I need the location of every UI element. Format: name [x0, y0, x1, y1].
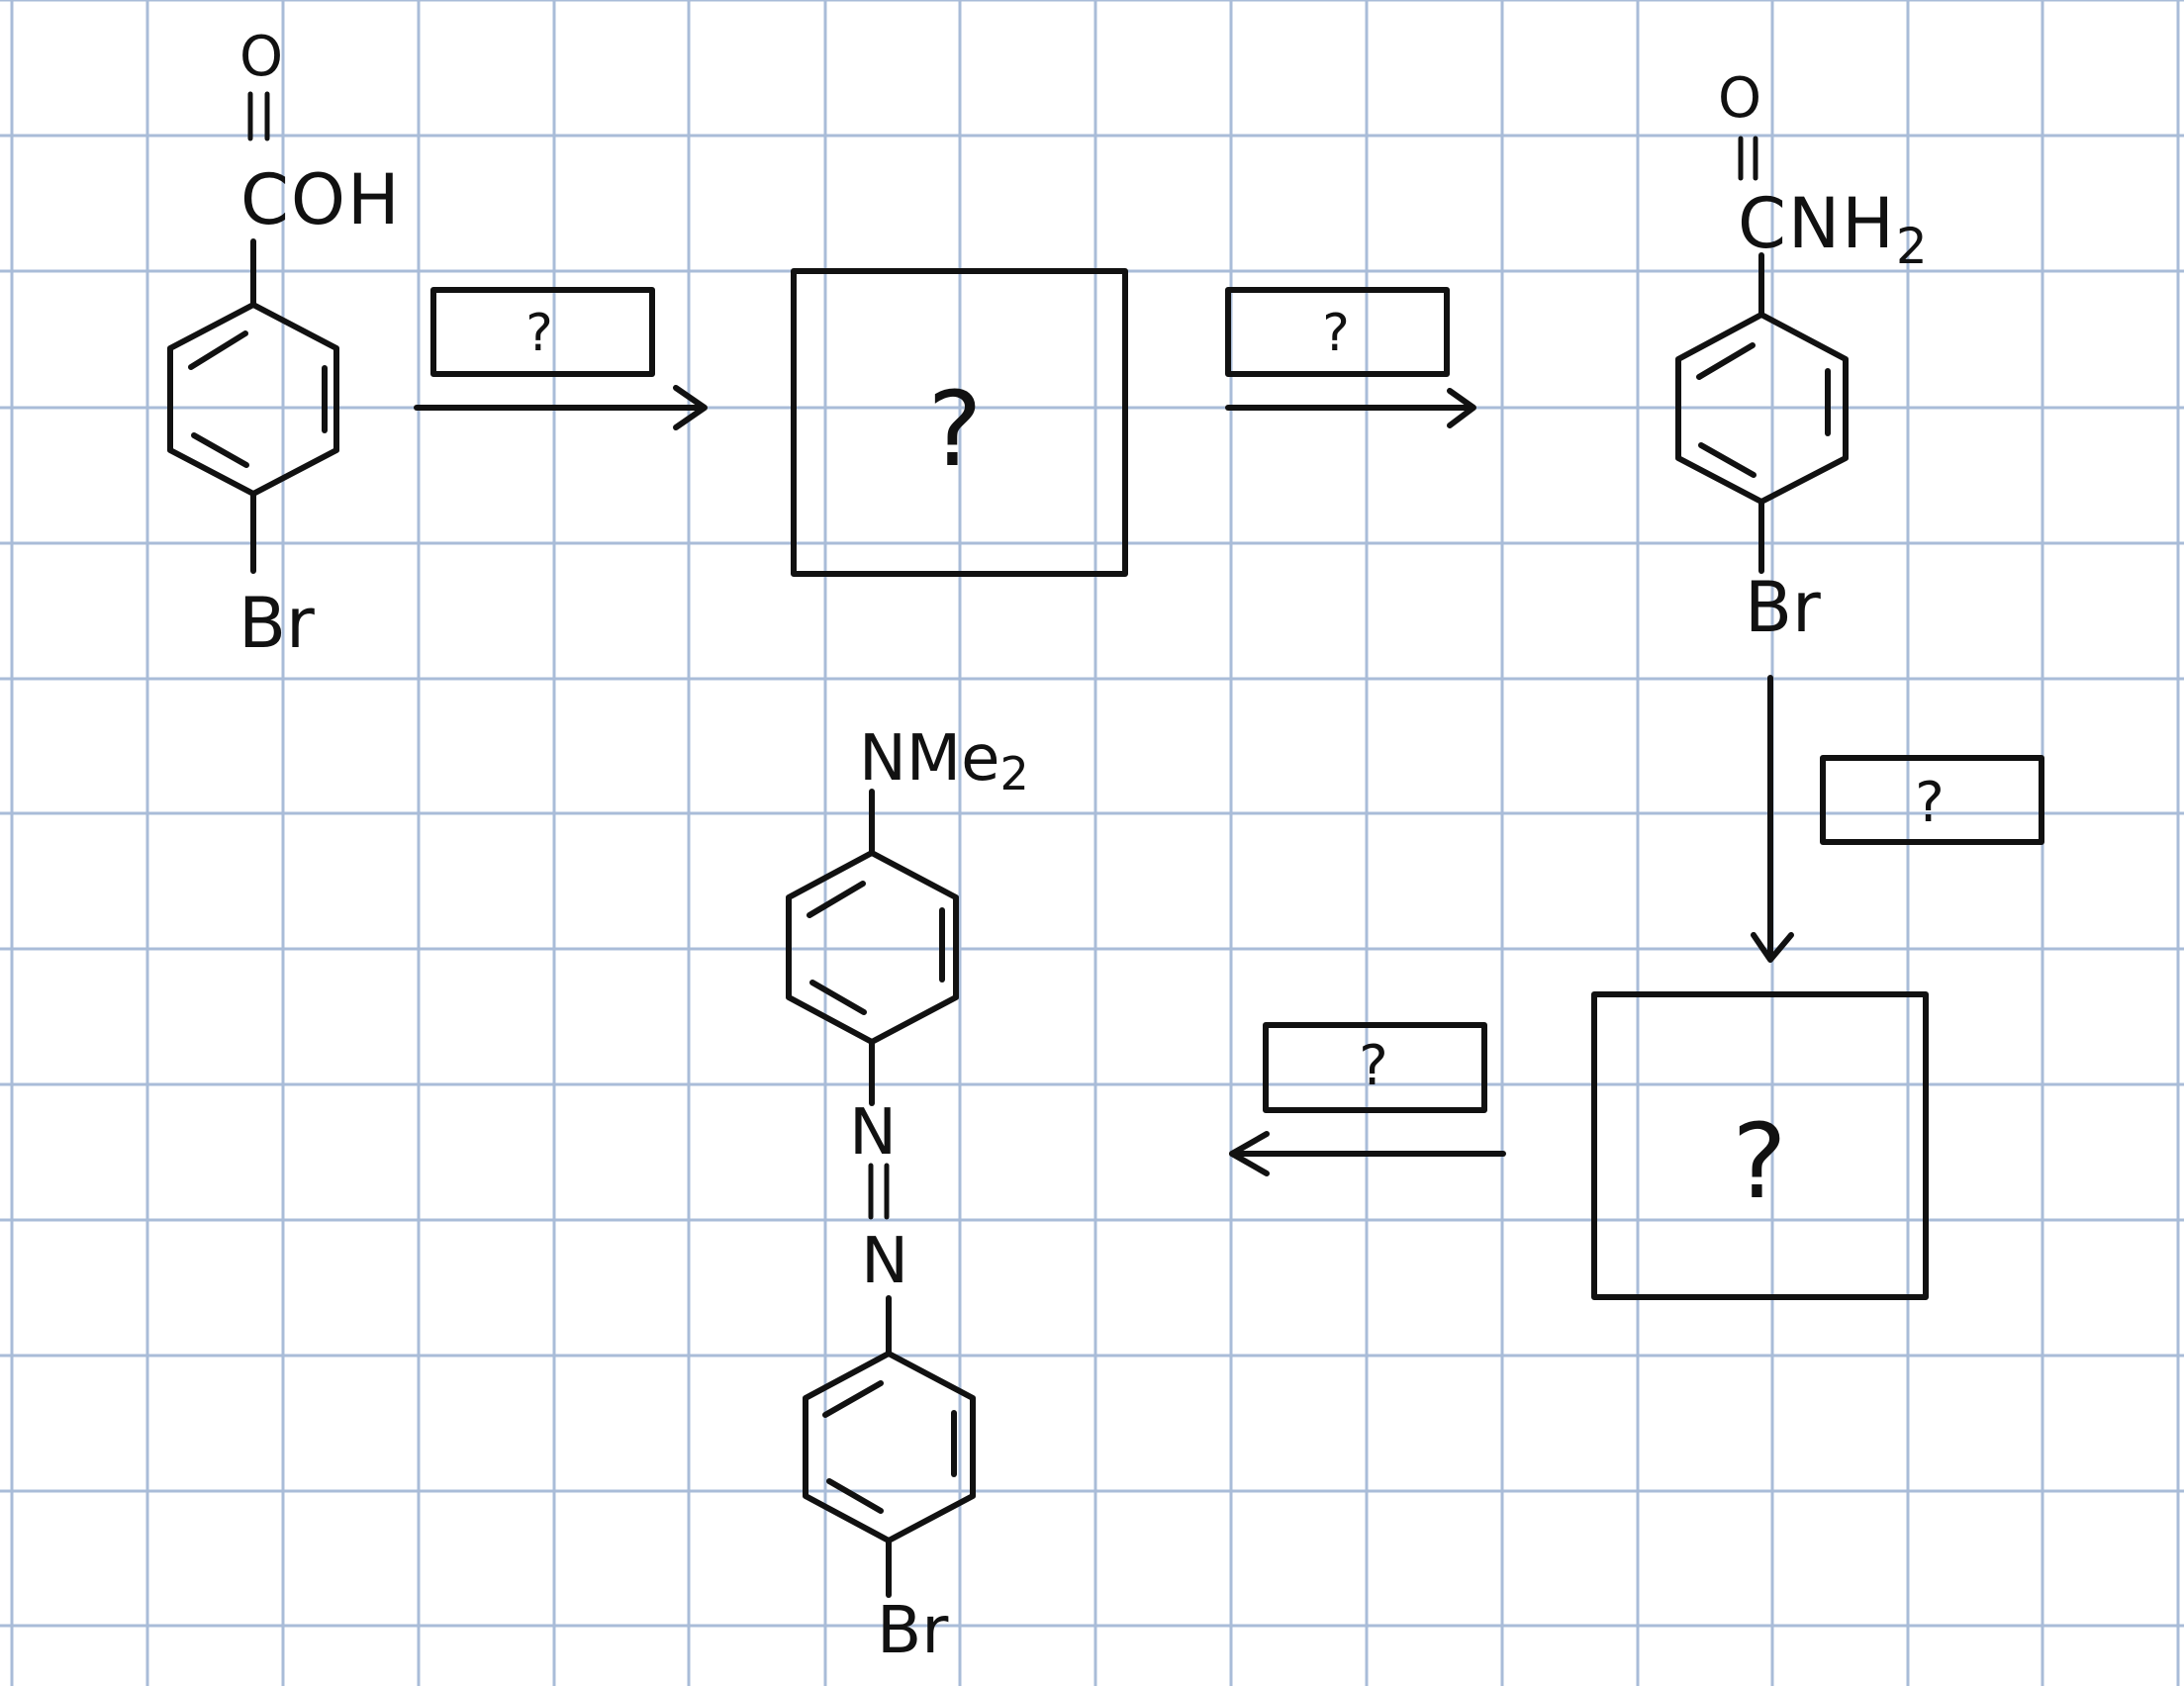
amide-carbonyl-oxygen-label: O	[1718, 66, 1761, 131]
azo-nitrogen-2: N	[861, 1225, 908, 1298]
step3-reagent-box	[1820, 755, 2044, 845]
amide-group-label: CNH2	[1738, 183, 1930, 275]
amide-bromine-label: Br	[1745, 567, 1821, 648]
dimethylamino-label: NMe2	[859, 722, 1029, 800]
step2-reagent-label: ?	[1322, 304, 1350, 363]
step1-reagent-label: ?	[525, 304, 553, 363]
azo-nitrogen-1: N	[849, 1096, 897, 1170]
step1-reagent-box	[430, 287, 655, 377]
starting-material-4-bromobenzoic-acid: O COH Br	[167, 25, 402, 664]
step3-reagent-label: ?	[1915, 771, 1945, 835]
step1-arrow: ?	[414, 287, 708, 430]
step3-arrow: ?	[1751, 675, 2044, 963]
carboxylic-acid-label: COH	[240, 159, 402, 240]
step4-reagent-label: ?	[1359, 1034, 1388, 1098]
step2-reagent-box	[1225, 287, 1450, 377]
intermediate-box-1: ?	[791, 268, 1128, 577]
azo-bromine-label: Br	[877, 1592, 949, 1668]
intermediate-box-2: ?	[1591, 991, 1929, 1300]
intermediate-1-label: ?	[927, 369, 982, 490]
product-4-bromobenzamide: O CNH2 Br	[1675, 66, 1930, 648]
intermediate-2-label: ?	[1732, 1101, 1786, 1222]
benzene-ring	[167, 302, 339, 497]
step4-arrow: ?	[1229, 1022, 1506, 1176]
bromine-label: Br	[238, 583, 315, 664]
final-azo-product: NMe2 N N Br	[786, 722, 1029, 1668]
step2-arrow: ?	[1225, 287, 1476, 428]
step4-reagent-box	[1263, 1022, 1487, 1113]
carbonyl-oxygen-label: O	[239, 25, 283, 89]
